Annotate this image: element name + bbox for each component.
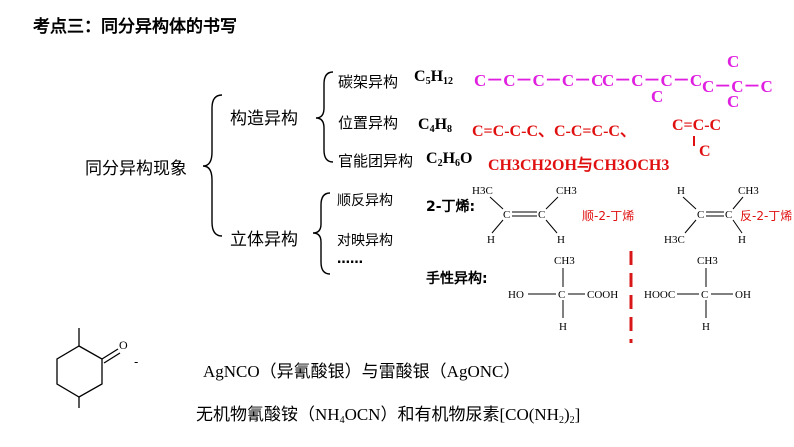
svg-text:CH3: CH3 bbox=[697, 255, 718, 267]
svg-text:H: H bbox=[559, 321, 567, 333]
svg-text:C: C bbox=[725, 209, 732, 221]
svg-text:C: C bbox=[701, 289, 708, 301]
label-position: 位置异构 bbox=[338, 114, 399, 132]
slide-title: 考点三：同分异构体的书写 bbox=[33, 17, 237, 37]
chain-branch-c: C bbox=[651, 87, 664, 106]
formula-c2h6o: C2H6O bbox=[426, 150, 473, 169]
label-2-butene: 2-丁烯: bbox=[426, 199, 476, 215]
svg-text:CH3: CH3 bbox=[554, 255, 575, 267]
svg-text:HO: HO bbox=[508, 289, 524, 301]
svg-text:H: H bbox=[677, 185, 685, 197]
label-chiral: 手性异构: bbox=[426, 271, 488, 287]
label-enantiomer: 对映异构 bbox=[337, 233, 393, 249]
svg-text:H3C: H3C bbox=[664, 234, 685, 246]
svg-text:H: H bbox=[738, 234, 746, 246]
svg-text:C: C bbox=[538, 209, 545, 221]
branch-stereo: 立体异构 bbox=[230, 230, 298, 250]
svg-text:CH3: CH3 bbox=[738, 185, 759, 197]
position-isomer3: C=C-C bbox=[672, 117, 722, 134]
cis-2-butene: H3C CH3 C C H H bbox=[472, 185, 577, 246]
chain-linear: C－C－C－C－C bbox=[474, 71, 604, 90]
svg-text:C: C bbox=[697, 209, 704, 221]
ketone-structure: O bbox=[56, 328, 128, 408]
trans-2-butene: H CH3 C C H3C H bbox=[664, 185, 759, 246]
bottom-line-1: AgNCO（异氰酸银）与雷酸银（AgONC） bbox=[203, 362, 521, 381]
label-cis-trans: 顺反异构 bbox=[337, 193, 393, 209]
position-isomers: C=C-C-C、C-C=C-C、 bbox=[472, 123, 636, 140]
neo-mid: C－C－C bbox=[702, 77, 773, 96]
label-functional: 官能团异构 bbox=[338, 152, 414, 170]
svg-text:HOOC: HOOC bbox=[644, 289, 675, 301]
position-isomer3-branch: C bbox=[699, 143, 711, 160]
svg-text:COOH: COOH bbox=[587, 289, 618, 301]
svg-text:OH: OH bbox=[735, 289, 751, 301]
trans-name: 反-2-丁烯 bbox=[740, 209, 793, 223]
chiral-right: CH3 HOOC C OH H bbox=[644, 255, 751, 333]
svg-text:H: H bbox=[557, 234, 565, 246]
functional-isomers: CH3CH2OH与CH3OCH3 bbox=[488, 157, 670, 174]
svg-text:CH3: CH3 bbox=[556, 185, 577, 197]
svg-text:H3C: H3C bbox=[472, 185, 493, 197]
chain-branched: C－C－C－C bbox=[602, 71, 703, 90]
svg-text:C: C bbox=[558, 289, 565, 301]
svg-text:H: H bbox=[487, 234, 495, 246]
svg-text:C: C bbox=[503, 209, 510, 221]
label-carbon-skeleton: 碳架异构 bbox=[338, 73, 399, 91]
neo-bottom: C bbox=[727, 92, 740, 111]
dash-mark: - bbox=[134, 355, 139, 369]
branch-structural: 构造异构 bbox=[230, 109, 298, 129]
formula-c4h8: C4H8 bbox=[418, 116, 453, 135]
bottom-line-2: 无机物氰酸铵（NH4OCN）和有机物尿素[CO(NH2)2] bbox=[196, 405, 581, 426]
neo-top: C bbox=[727, 52, 740, 71]
formula-c5h12: C5H12 bbox=[414, 68, 454, 87]
root-label: 同分异构现象 bbox=[85, 159, 187, 179]
svg-text:H: H bbox=[702, 321, 710, 333]
chiral-left: CH3 HO C COOH H bbox=[508, 255, 618, 333]
ketone-oxygen: O bbox=[119, 338, 128, 352]
isomer3-bond bbox=[693, 136, 695, 146]
cis-name: 顺-2-丁烯 bbox=[582, 209, 635, 223]
ellipsis: …… bbox=[337, 252, 363, 267]
